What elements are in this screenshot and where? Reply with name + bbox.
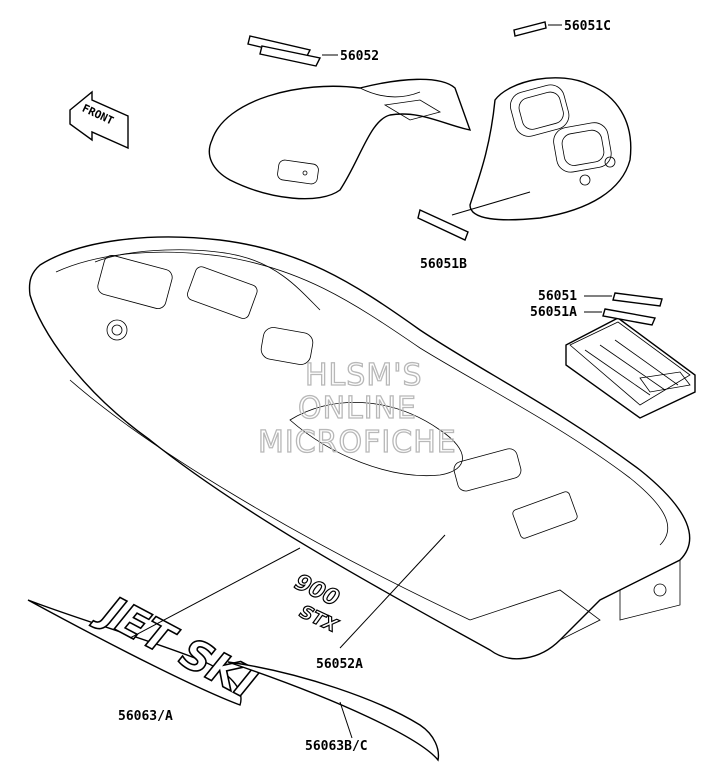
decal-56051c bbox=[513, 21, 547, 37]
watermark-line-3: MICROFICHE bbox=[258, 425, 457, 460]
label-56063a: 56063/A bbox=[118, 709, 173, 724]
watermark: HLSM'S ONLINE MICROFICHE bbox=[257, 357, 457, 460]
hood-part bbox=[469, 77, 632, 221]
front-arrow: FRONT bbox=[69, 90, 129, 150]
label-56052a: 56052A bbox=[316, 657, 363, 672]
watermark-line-2: ONLINE bbox=[298, 391, 417, 426]
label-56051c: 56051C bbox=[564, 19, 611, 34]
decal-56051a bbox=[602, 308, 656, 326]
decal-56052 bbox=[247, 35, 322, 67]
hull-body bbox=[28, 236, 691, 660]
svg-text:900: 900 bbox=[291, 570, 343, 612]
decal-56051b bbox=[417, 209, 469, 241]
seat-part bbox=[208, 78, 472, 200]
label-56052: 56052 bbox=[340, 49, 379, 64]
decal-56051 bbox=[612, 292, 663, 307]
label-56063bc: 56063B/C bbox=[305, 739, 368, 754]
label-56051: 56051 bbox=[538, 289, 577, 304]
decal-56063bc bbox=[227, 661, 440, 762]
side-panel-part bbox=[565, 317, 696, 419]
watermark-line-1: HLSM'S bbox=[305, 358, 423, 393]
label-56051a: 56051A bbox=[530, 305, 577, 320]
decal-56052a: 900 STX bbox=[290, 569, 343, 638]
decal-56063a: JET SKI bbox=[27, 583, 265, 709]
label-56051b: 56051B bbox=[420, 257, 467, 272]
svg-text:STX: STX bbox=[296, 601, 341, 637]
